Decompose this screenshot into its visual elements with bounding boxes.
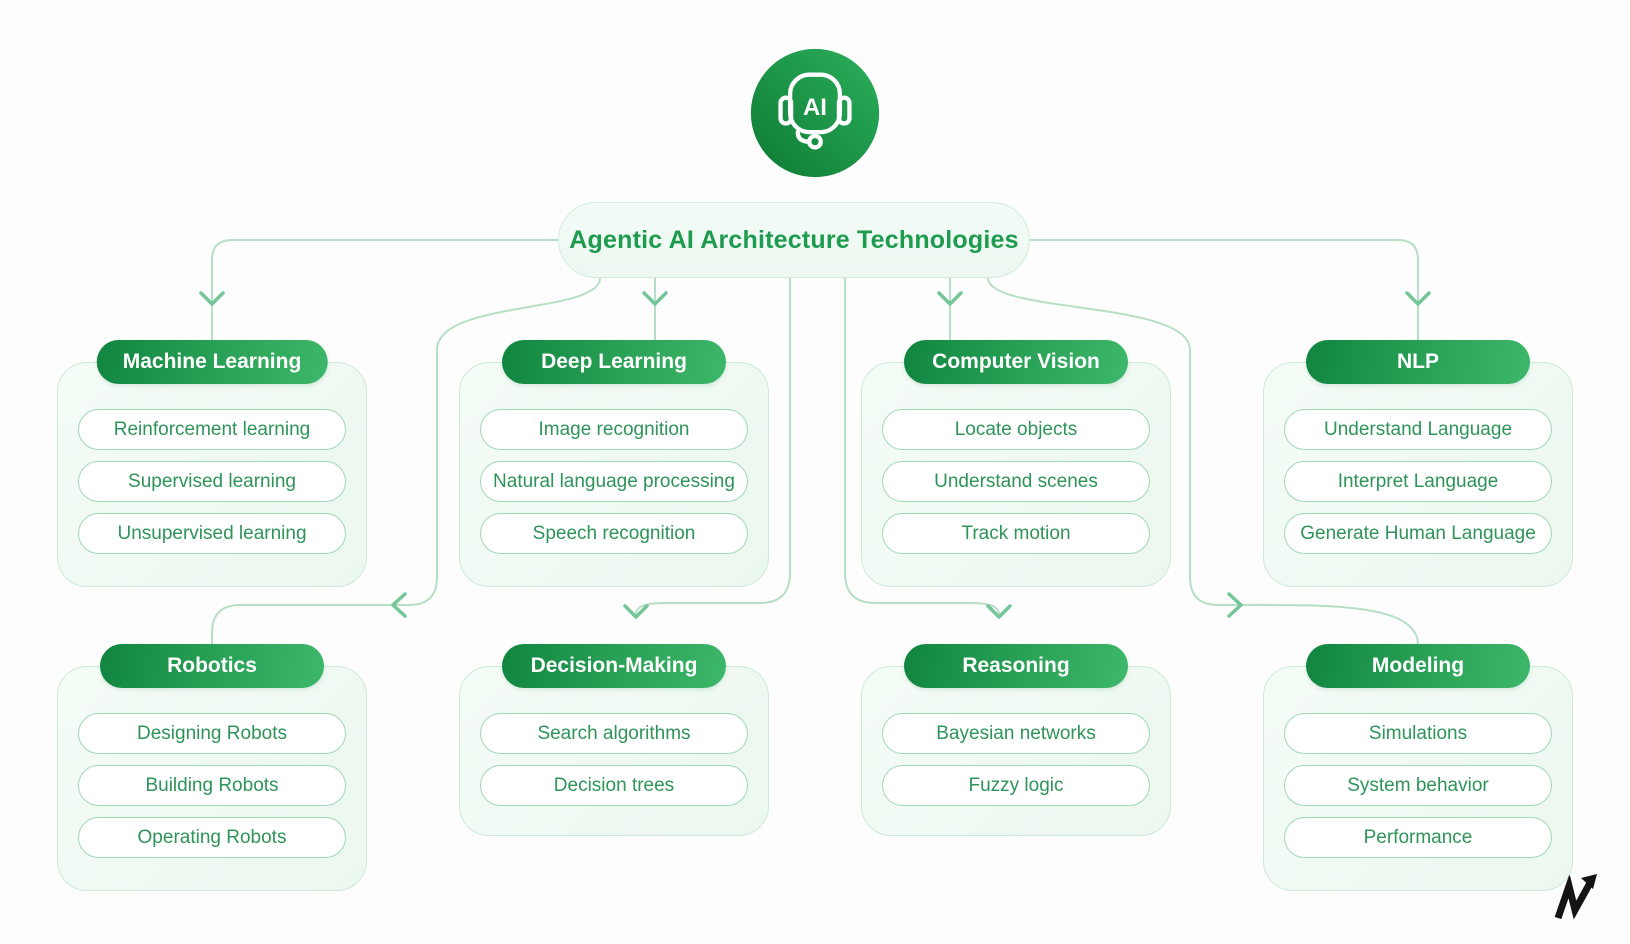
leaf-node: Fuzzy logic [882,765,1150,806]
leaf-node: Performance [1284,817,1552,858]
leaf-node: Bayesian networks [882,713,1150,754]
branch-machine-learning: Machine Learning Reinforcement learning … [57,340,367,587]
leaf-node: Track motion [882,513,1150,554]
ai-badge: AI [748,46,882,180]
leaf-node: Generate Human Language [1284,513,1552,554]
leaf-node: Image recognition [480,409,748,450]
m-arrow-logo [1552,873,1606,922]
branch-header-nlp: NLP [1306,340,1530,384]
branch-header-machine-learning: Machine Learning [96,340,328,384]
branch-nlp: NLP Understand Language Interpret Langua… [1263,340,1573,587]
leaf-node: Locate objects [882,409,1150,450]
leaf-node: Search algorithms [480,713,748,754]
branch-modeling: Modeling Simulations System behavior Per… [1263,644,1573,891]
branch-box-nlp: Understand Language Interpret Language G… [1263,362,1573,587]
arrow-down-deep-learning-icon [642,291,668,306]
branch-box-computer-vision: Locate objects Understand scenes Track m… [861,362,1171,587]
leaf-node: Understand Language [1284,409,1552,450]
branch-computer-vision: Computer Vision Locate objects Understan… [861,340,1171,587]
branch-box-reasoning: Bayesian networks Fuzzy logic [861,666,1171,836]
branch-robotics: Robotics Designing Robots Building Robot… [57,644,367,891]
badge-label: AI [803,94,827,121]
root-title: Agentic AI Architecture Technologies [569,225,1019,254]
leaf-node: Speech recognition [480,513,748,554]
arrow-down-nlp-icon [1405,291,1431,306]
branch-header-modeling: Modeling [1306,644,1530,688]
leaf-node: Natural language processing [480,461,748,502]
leaf-node: Operating Robots [78,817,346,858]
branch-decision-making: Decision-Making Search algorithms Decisi… [459,644,769,836]
branch-box-machine-learning: Reinforcement learning Supervised learni… [57,362,367,587]
branch-box-modeling: Simulations System behavior Performance [1263,666,1573,891]
badge-circle [750,48,880,178]
leaf-node: Designing Robots [78,713,346,754]
leaf-node: Reinforcement learning [78,409,346,450]
arrow-left-robotics-icon [391,592,407,618]
root-node: Agentic AI Architecture Technologies [558,202,1030,278]
leaf-node: Building Robots [78,765,346,806]
arrow-down-computer-vision-icon [937,291,963,306]
branch-reasoning: Reasoning Bayesian networks Fuzzy logic [861,644,1171,836]
leaf-node: Unsupervised learning [78,513,346,554]
leaf-node: Simulations [1284,713,1552,754]
arrow-down-reasoning-icon [986,604,1012,619]
branch-header-robotics: Robotics [100,644,324,688]
branch-header-computer-vision: Computer Vision [904,340,1128,384]
branch-deep-learning: Deep Learning Image recognition Natural … [459,340,769,587]
branch-box-deep-learning: Image recognition Natural language proce… [459,362,769,587]
branch-box-robotics: Designing Robots Building Robots Operati… [57,666,367,891]
branch-header-reasoning: Reasoning [904,644,1128,688]
leaf-node: Supervised learning [78,461,346,502]
leaf-node: Interpret Language [1284,461,1552,502]
leaf-node: Understand scenes [882,461,1150,502]
arrow-right-modeling-icon [1227,592,1243,618]
branch-header-deep-learning: Deep Learning [502,340,726,384]
branch-box-decision-making: Search algorithms Decision trees [459,666,769,836]
wire-machine-learning [211,239,558,341]
leaf-node: Decision trees [480,765,748,806]
wire-nlp [1030,239,1419,341]
headset-icon [778,72,852,150]
branch-header-decision-making: Decision-Making [502,644,726,688]
m-arrow-glyph [1554,873,1597,920]
arrow-down-decision-making-icon [623,604,649,619]
leaf-node: System behavior [1284,765,1552,806]
arrow-down-machine-learning-icon [199,291,225,306]
